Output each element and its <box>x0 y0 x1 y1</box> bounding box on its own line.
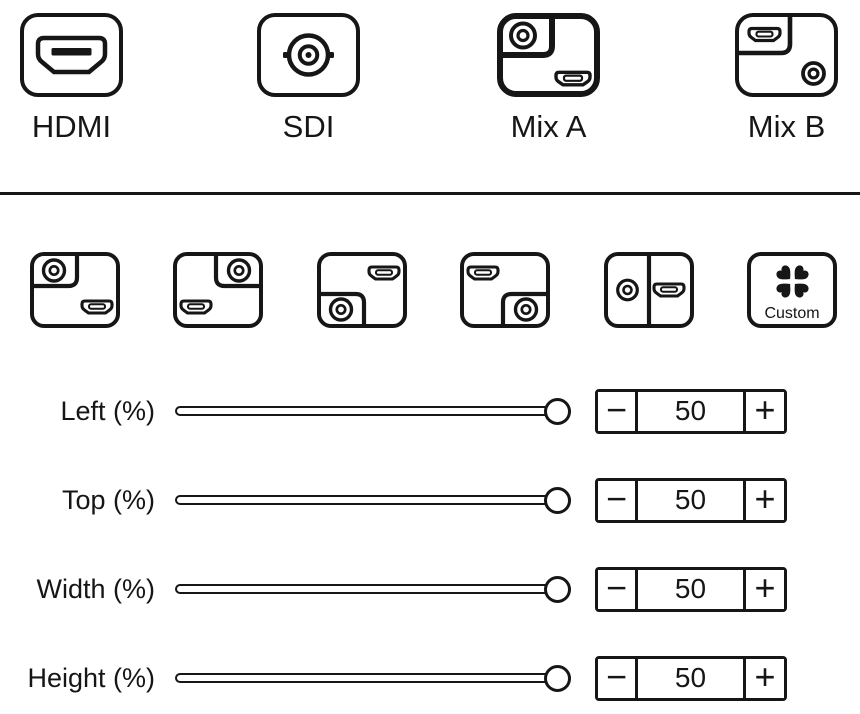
left-increment-button[interactable]: + <box>743 391 784 431</box>
pip-top-left-icon <box>34 256 114 315</box>
width-value[interactable]: 50 <box>674 573 707 604</box>
layout-button-pip-bottom-right[interactable] <box>460 252 550 328</box>
top-percent-label: Top (%) <box>61 485 155 515</box>
left-slider-thumb[interactable] <box>544 397 571 425</box>
top-stepper: − 50 + <box>595 477 787 523</box>
source-label-sdi: SDI <box>282 109 335 144</box>
width-increment-button[interactable]: + <box>743 569 784 609</box>
source-button-mix-b[interactable] <box>735 13 838 97</box>
clover-icon <box>775 265 809 298</box>
layout-button-custom[interactable]: Custom <box>747 252 837 328</box>
split-half-icon <box>616 256 686 324</box>
height-decrement-button[interactable]: − <box>598 658 638 698</box>
left-slider-track[interactable] <box>175 406 571 416</box>
height-increment-button[interactable]: + <box>743 658 784 698</box>
hdmi-connector-icon <box>35 35 108 75</box>
width-slider-track[interactable] <box>175 584 571 594</box>
source-label-mix-a: Mix A <box>510 109 587 144</box>
left-stepper: − 50 + <box>595 388 787 434</box>
top-increment-button[interactable]: + <box>743 480 784 520</box>
source-label-hdmi: HDMI <box>31 109 112 144</box>
source-button-sdi[interactable] <box>257 13 360 97</box>
layout-button-pip-top-right[interactable] <box>173 252 263 328</box>
height-value[interactable]: 50 <box>674 662 707 693</box>
width-slider-thumb[interactable] <box>544 575 571 603</box>
height-stepper: − 50 + <box>595 655 787 701</box>
width-percent-label: Width (%) <box>36 574 155 604</box>
pip-bottom-left-icon <box>321 265 401 324</box>
left-value[interactable]: 50 <box>674 395 707 426</box>
source-button-hdmi[interactable] <box>20 13 123 97</box>
layout-button-split[interactable] <box>604 252 694 328</box>
top-slider-track[interactable] <box>175 495 571 505</box>
top-value[interactable]: 50 <box>674 484 707 515</box>
left-decrement-button[interactable]: − <box>598 391 638 431</box>
height-slider-thumb[interactable] <box>544 664 571 692</box>
mix-a-pip-icon <box>503 19 592 87</box>
height-slider-track[interactable] <box>175 673 571 683</box>
layout-button-pip-bottom-left[interactable] <box>317 252 407 328</box>
width-stepper: − 50 + <box>595 566 787 612</box>
pip-top-right-icon <box>179 256 259 315</box>
section-divider <box>0 192 860 195</box>
mix-b-pip-icon <box>739 17 826 86</box>
top-decrement-button[interactable]: − <box>598 480 638 520</box>
top-slider-thumb[interactable] <box>544 486 571 514</box>
source-label-mix-b: Mix B <box>747 109 826 144</box>
width-decrement-button[interactable]: − <box>598 569 638 609</box>
pip-bottom-right-icon <box>466 265 546 324</box>
bnc-connector-icon <box>283 33 334 77</box>
source-button-mix-a[interactable] <box>497 13 600 97</box>
layout-button-pip-top-left[interactable] <box>30 252 120 328</box>
left-percent-label: Left (%) <box>60 396 155 426</box>
custom-layout-label: Custom <box>764 305 820 322</box>
height-percent-label: Height (%) <box>27 663 155 693</box>
